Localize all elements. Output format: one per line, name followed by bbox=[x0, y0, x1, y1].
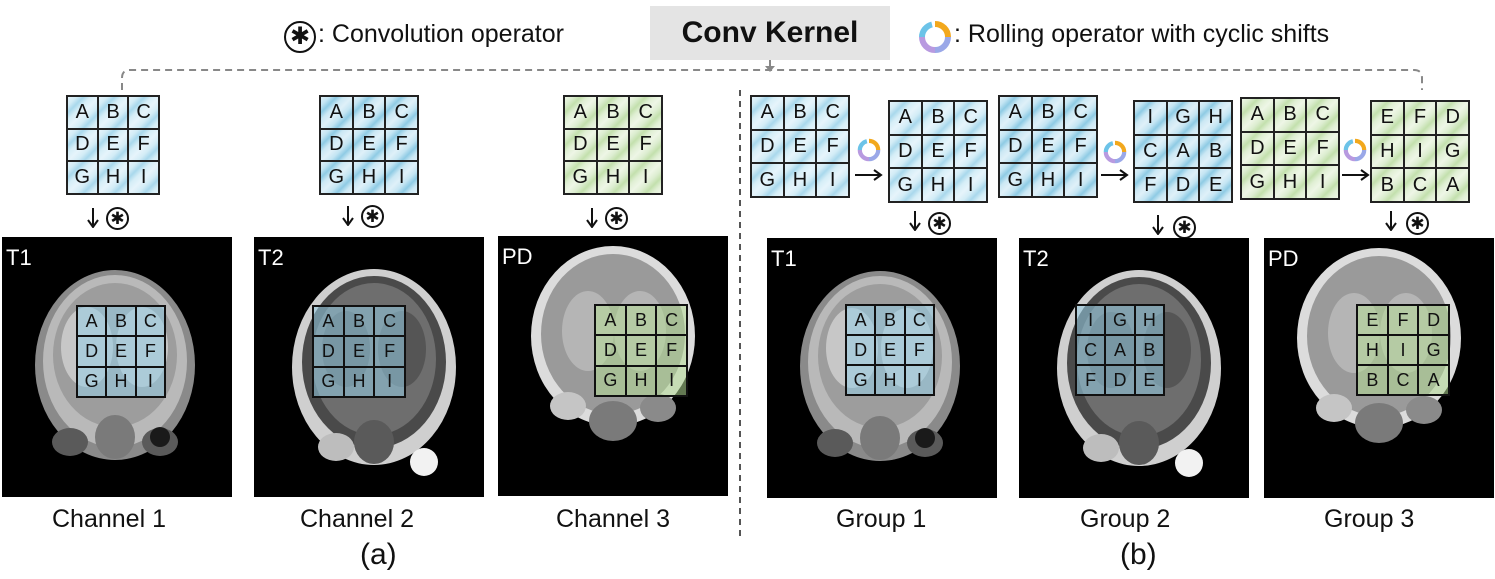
image-label-t2: T2 bbox=[258, 245, 284, 270]
conv-kernel-title-text: Conv Kernel bbox=[681, 16, 859, 49]
rolling-operator-icon bbox=[1103, 140, 1127, 164]
caption-group-1: Group 1 bbox=[836, 505, 927, 533]
arrow-down-icon bbox=[1385, 211, 1397, 231]
caption-channel-1: Channel 1 bbox=[52, 505, 166, 533]
image-label-t1: T1 bbox=[6, 245, 32, 270]
caption-group-3: Group 3 bbox=[1324, 505, 1415, 533]
convolution-operator-icon: ✱ bbox=[605, 207, 628, 230]
arrow-down-icon bbox=[586, 208, 598, 228]
arrow-right-icon bbox=[1101, 169, 1129, 181]
arrow-down-icon bbox=[342, 206, 354, 226]
convolution-legend-text: : Convolution operator bbox=[318, 20, 564, 48]
conv-kernel-title: Conv Kernel bbox=[650, 6, 890, 60]
arrow-right-icon bbox=[855, 169, 883, 181]
image-label-t1: T1 bbox=[771, 246, 797, 271]
image-label-pd: PD bbox=[502, 244, 533, 269]
convolution-operator-icon: ✱ bbox=[1173, 216, 1196, 239]
kernel-distribution-bracket bbox=[121, 60, 1423, 90]
convolution-operator-icon: ✱ bbox=[1406, 212, 1429, 235]
panel-label-a: (a) bbox=[360, 538, 397, 571]
convolution-operator-icon: ✱ bbox=[361, 205, 384, 228]
panel-label-b: (b) bbox=[1120, 538, 1157, 571]
rolling-operator-icon bbox=[857, 138, 881, 162]
arrow-down-icon bbox=[1152, 215, 1164, 235]
caption-group-2: Group 2 bbox=[1080, 505, 1171, 533]
arrow-down-icon bbox=[87, 208, 99, 228]
panel-separator bbox=[739, 90, 741, 540]
convolution-operator-icon: ✱ bbox=[106, 207, 129, 230]
rolling-legend-text: : Rolling operator with cyclic shifts bbox=[954, 20, 1330, 48]
image-label-pd: PD bbox=[1268, 246, 1299, 271]
caption-channel-2: Channel 2 bbox=[300, 505, 414, 533]
image-label-t2: T2 bbox=[1023, 246, 1049, 271]
rolling-operator-icon bbox=[919, 21, 951, 53]
convolution-operator-icon: ✱ bbox=[928, 212, 951, 235]
rolling-operator-icon bbox=[1343, 138, 1367, 162]
arrow-right-icon bbox=[1342, 169, 1370, 181]
convolution-operator-icon: ✱ bbox=[284, 21, 316, 53]
arrow-down-icon bbox=[909, 211, 921, 231]
caption-channel-3: Channel 3 bbox=[556, 505, 670, 533]
